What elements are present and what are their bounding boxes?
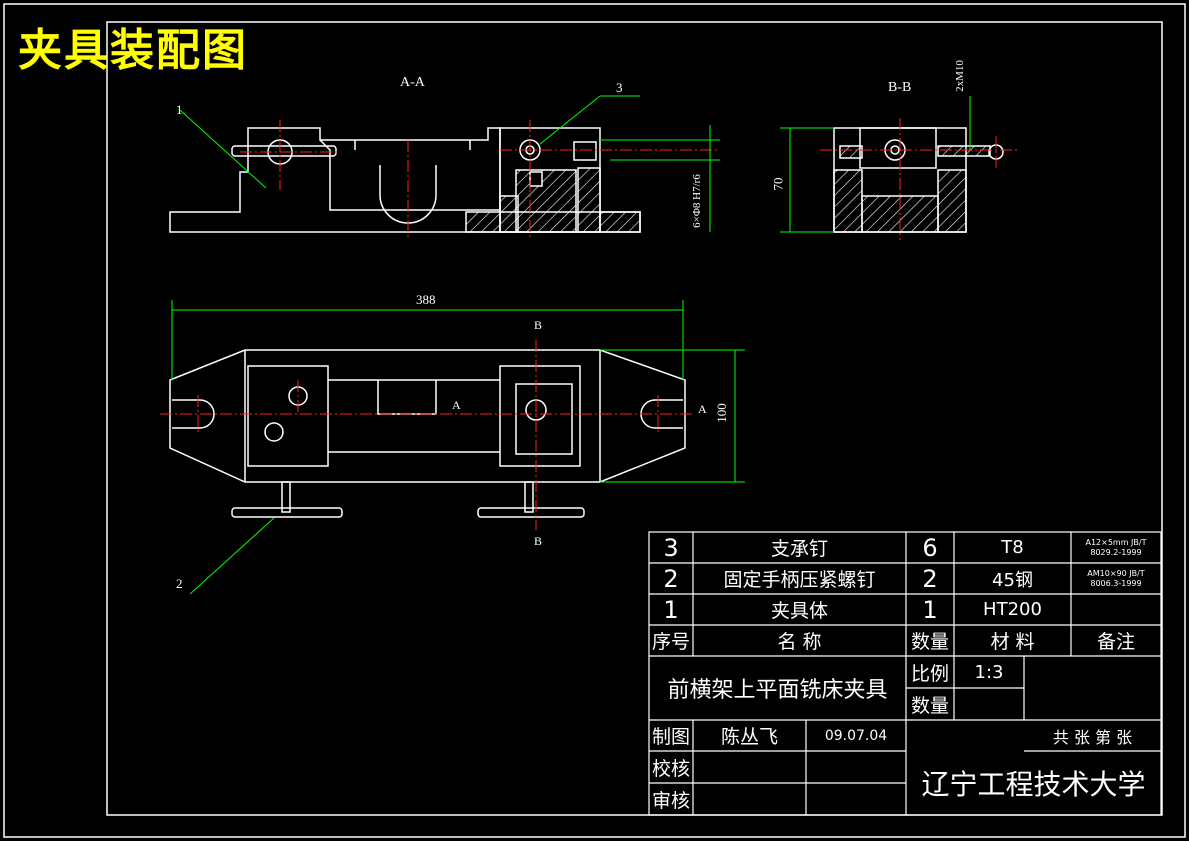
row3-material: T8 [1001,537,1024,558]
dim-thread: 2xM10 [953,60,966,92]
balloon-1: 1 [176,102,183,117]
centerlines-bb [820,118,1020,240]
drawn-date: 09.07.04 [824,727,888,744]
sheet-count: 共 张 第 张 [1052,727,1133,747]
row3-remark: A12×5mm JB/T 8029.2-1999 [1085,537,1147,557]
row2-remark: AM10×90 JB/T 8006.3-1999 [1087,568,1145,588]
drawing-title: 夹具装配图 [18,25,248,76]
row1-no: 1 [663,595,679,624]
row1-name: 夹具体 [770,600,828,622]
dim-length: 388 [416,292,436,307]
check-label: 校核 [651,757,690,780]
plan-view [169,349,686,518]
cut-a-right-label: A [698,402,707,416]
cut-a-left-label: A [452,398,461,412]
dim-hole-fit: 6×Φ8 H7/r6 [690,174,703,228]
row1-material: HT200 [983,599,1042,620]
section-bb-label: B-B [888,80,912,95]
section-view-aa [169,127,641,233]
dims-plan [171,300,745,595]
balloon-3: 3 [616,80,623,95]
row3-name: 支承钉 [770,538,828,560]
scale-value: 1:3 [974,661,1004,683]
drawn-label: 制图 [651,726,690,748]
row3-no: 3 [663,533,679,562]
cut-b-bottom-label: B [534,534,543,548]
header-material: 材 料 [990,631,1035,653]
dim-height: 70 [770,177,786,191]
qty-label: 数量 [910,694,949,717]
outer-border [3,3,1186,838]
centerlines-plan [160,340,695,530]
inner-frame [106,21,1163,816]
drawn-by: 陈丛飞 [720,726,778,748]
row2-material: 45钢 [992,569,1033,591]
title-block-grid [648,531,1162,816]
balloon-2: 2 [176,576,183,591]
dims-aa [179,95,720,232]
section-aa-label: A-A [400,75,425,90]
header-name: 名 称 [777,631,822,653]
row3-qty: 6 [922,533,938,562]
row2-qty: 2 [922,564,938,593]
school-name: 辽宁工程技术大学 [921,768,1146,801]
row2-no: 2 [663,564,679,593]
row1-qty: 1 [922,595,938,624]
header-no: 序号 [651,631,690,653]
centerlines-aa [240,120,720,240]
row2-name: 固定手柄压紧螺钉 [723,569,876,591]
cut-b-top-label: B [534,318,543,332]
scale-label: 比例 [910,662,949,685]
dims-bb [780,96,971,233]
header-remark: 备注 [1096,631,1135,653]
dim-width: 100 [713,403,729,423]
section-view-bb [833,127,1004,233]
product-name: 前横架上平面铣床夹具 [667,678,888,703]
approve-label: 审核 [651,789,690,812]
header-qty: 数量 [910,631,949,653]
